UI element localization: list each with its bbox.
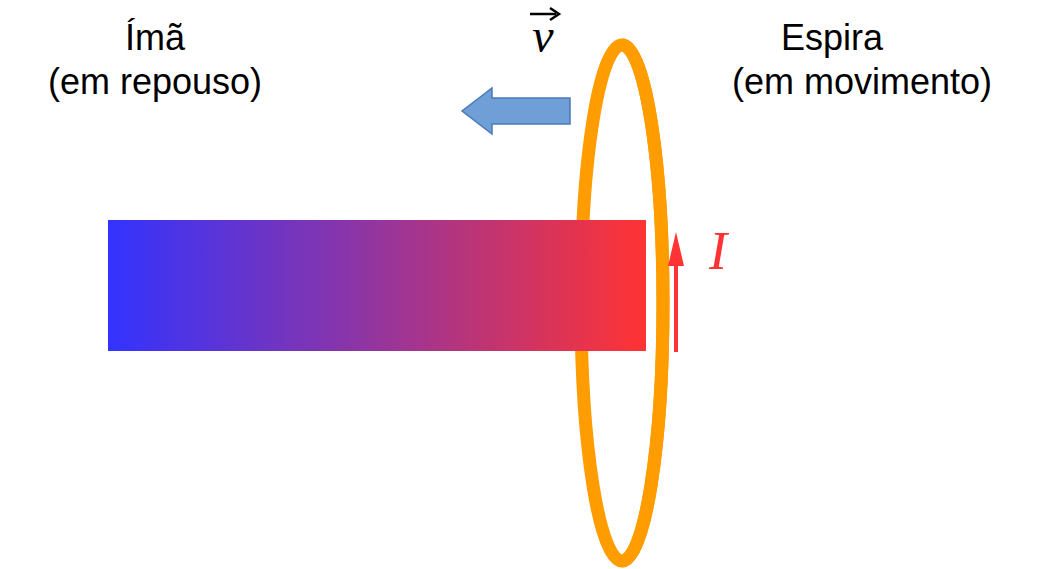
magnet-title: Ímã xyxy=(125,18,185,58)
current-arrow-head xyxy=(668,232,684,266)
velocity-arrow xyxy=(462,88,570,134)
velocity-symbol: v xyxy=(532,10,553,63)
loop-title: Espira xyxy=(781,18,883,58)
magnet-state: (em repouso) xyxy=(48,62,262,102)
current-arrow-shaft xyxy=(674,262,678,352)
loop-state: (em movimento) xyxy=(732,62,992,102)
loop-ring-front xyxy=(622,45,663,561)
bar-magnet xyxy=(108,220,646,351)
current-symbol: I xyxy=(709,222,727,281)
